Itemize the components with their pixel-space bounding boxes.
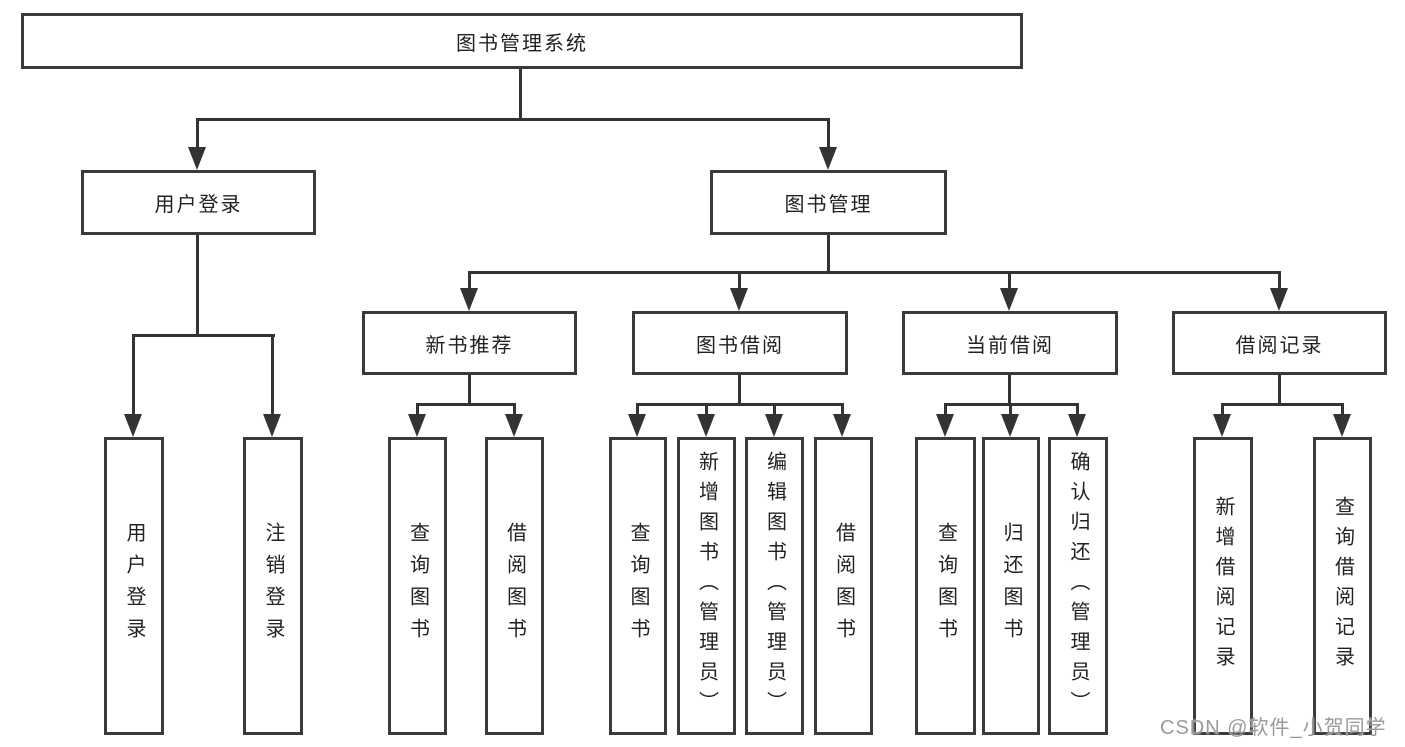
leaf-query-books-borrow: 查询图书: [609, 437, 667, 735]
connector-line: [132, 334, 135, 416]
node-label: 图书借阅: [696, 334, 784, 357]
leaf-label: 新增借阅记录: [1212, 496, 1234, 676]
arrow-down-icon: [1213, 414, 1231, 437]
node-label: 借阅记录: [1235, 334, 1324, 357]
leaf-logout: 注销登录: [243, 437, 303, 735]
connector-line: [1008, 375, 1011, 406]
connector-line: [1278, 271, 1281, 291]
node-library-management-system: 图书管理系统: [21, 13, 1023, 69]
leaf-label: 查询借阅记录: [1331, 496, 1354, 676]
leaf-label: 编辑图书（管理员）: [763, 451, 786, 721]
connector-line: [1221, 403, 1224, 416]
connector-line: [196, 118, 830, 121]
leaf-return-books: 归还图书: [982, 437, 1040, 735]
connector-line: [738, 375, 741, 406]
connector-line: [738, 271, 741, 291]
connector-line: [1076, 403, 1079, 416]
connector-line: [827, 118, 830, 149]
connector-line: [944, 403, 947, 416]
leaf-label: 查询图书: [627, 522, 649, 650]
arrow-down-icon: [1001, 414, 1019, 437]
arrow-down-icon: [460, 288, 478, 311]
connector-line: [196, 118, 199, 149]
leaf-add-borrow-record: 新增借阅记录: [1193, 437, 1253, 735]
leaf-query-books-current: 查询图书: [915, 437, 976, 735]
leaf-borrow-books: 借阅图书: [814, 437, 873, 735]
arrow-down-icon: [188, 147, 206, 170]
arrow-down-icon: [730, 288, 748, 311]
connector-line: [196, 235, 199, 336]
node-book-management: 图书管理: [710, 170, 947, 235]
arrow-down-icon: [1270, 288, 1288, 311]
arrow-down-icon: [1000, 288, 1018, 311]
leaf-label: 用户登录: [123, 522, 145, 650]
leaf-label: 确认归还（管理员）: [1067, 451, 1089, 721]
connector-line: [513, 403, 516, 416]
csdn-watermark: CSDN @软件_小贺同学: [1160, 717, 1387, 739]
leaf-borrow-books-recommend: 借阅图书: [485, 437, 544, 735]
connector-line: [1221, 403, 1344, 406]
connector-line: [827, 235, 830, 274]
arrow-down-icon: [936, 414, 954, 437]
leaf-label: 新增图书（管理员）: [695, 451, 718, 721]
arrow-down-icon: [628, 414, 646, 437]
connector-line: [636, 403, 639, 416]
node-label: 当前借阅: [966, 334, 1054, 357]
leaf-label: 查询图书: [406, 522, 429, 650]
arrow-down-icon: [263, 414, 281, 437]
leaf-query-books-recommend: 查询图书: [388, 437, 447, 735]
leaf-label: 注销登录: [262, 522, 284, 650]
arrow-down-icon: [408, 414, 426, 437]
leaf-user-login: 用户登录: [104, 437, 164, 735]
node-label: 用户登录: [154, 194, 243, 216]
arrow-down-icon: [1333, 414, 1351, 437]
connector-line: [636, 403, 844, 406]
leaf-label: 借阅图书: [503, 522, 526, 650]
node-label: 图书管理系统: [456, 32, 588, 55]
arrow-down-icon: [833, 414, 851, 437]
node-label: 图书管理: [784, 194, 873, 216]
arrow-down-icon: [819, 147, 837, 170]
connector-line: [1341, 403, 1344, 416]
arrow-down-icon: [124, 414, 142, 437]
connector-line: [841, 403, 844, 416]
node-user-login: 用户登录: [81, 170, 316, 235]
leaf-query-borrow-record: 查询借阅记录: [1313, 437, 1372, 735]
node-new-book-recommend: 新书推荐: [362, 311, 577, 375]
connector-line: [416, 403, 516, 406]
connector-line: [271, 334, 274, 416]
arrow-down-icon: [1068, 414, 1086, 437]
arrow-down-icon: [505, 414, 523, 437]
connector-line: [1009, 403, 1012, 416]
connector-line: [1008, 271, 1011, 291]
connector-line: [773, 403, 776, 416]
node-borrow-records: 借阅记录: [1172, 311, 1387, 375]
node-current-borrow: 当前借阅: [902, 311, 1118, 375]
leaf-label: 查询图书: [934, 522, 957, 650]
arrow-down-icon: [697, 414, 715, 437]
leaf-add-book-admin: 新增图书（管理员）: [677, 437, 736, 735]
connector-line: [705, 403, 708, 416]
connector-line: [468, 375, 471, 406]
leaf-confirm-return-admin: 确认归还（管理员）: [1048, 437, 1108, 735]
connector-line: [468, 271, 1281, 274]
leaf-label: 借阅图书: [832, 522, 855, 650]
connector-line: [519, 69, 522, 120]
connector-line: [468, 271, 471, 291]
arrow-down-icon: [765, 414, 783, 437]
connector-line: [132, 334, 275, 337]
node-label: 新书推荐: [425, 334, 514, 357]
leaf-edit-book-admin: 编辑图书（管理员）: [745, 437, 804, 735]
connector-line: [416, 403, 419, 416]
connector-line: [1278, 375, 1281, 406]
node-book-borrow: 图书借阅: [632, 311, 848, 375]
leaf-label: 归还图书: [1000, 522, 1022, 650]
